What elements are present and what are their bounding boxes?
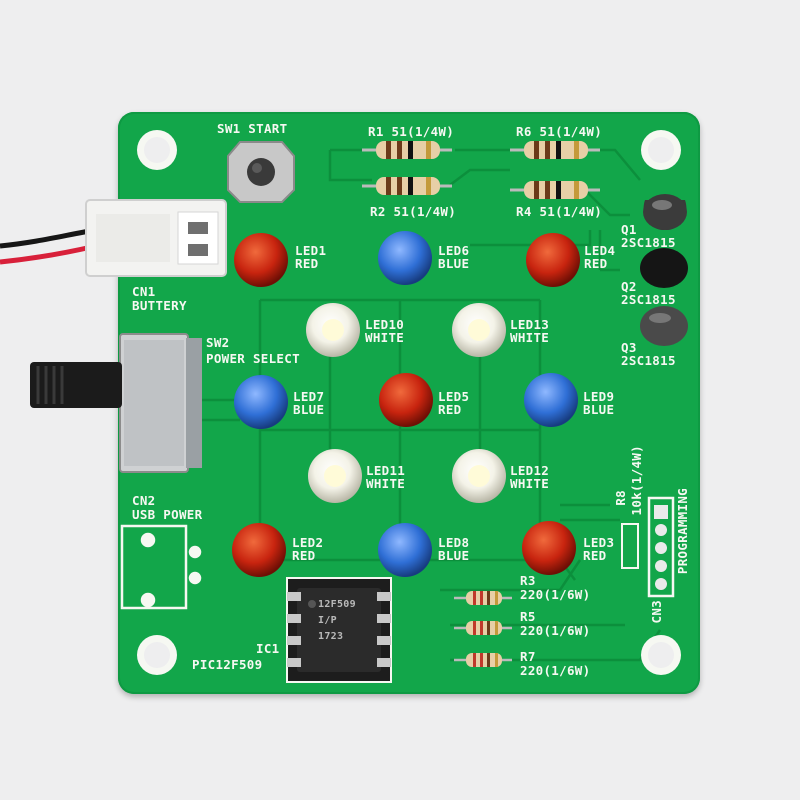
label-r1: R1 51(1/4W) — [368, 124, 455, 139]
led-color: BLUE — [438, 256, 470, 271]
ic1-chip-part — [286, 577, 392, 683]
led-color: WHITE — [365, 330, 405, 345]
label-sw2-desc: POWER SELECT — [206, 351, 300, 366]
label-r6: R6 51(1/4W) — [516, 124, 603, 139]
led-bulb-4 — [526, 233, 580, 287]
led-color: BLUE — [293, 402, 325, 417]
label-q1-part: 2SC1815 — [621, 235, 676, 250]
label-cn1-name: CN1 — [132, 284, 156, 299]
led-bulb-1 — [234, 233, 288, 287]
label-cn3-desc: PROGRAMMING — [675, 488, 690, 575]
label-r3-value: 220(1/6W) — [520, 587, 591, 602]
led-color: WHITE — [510, 330, 550, 345]
led-name: LED12 — [510, 463, 550, 478]
led-color: RED — [292, 548, 316, 563]
label-r5-value: 220(1/6W) — [520, 623, 591, 638]
label-q3-part: 2SC1815 — [621, 353, 676, 368]
cn2-outline — [120, 524, 202, 610]
led-name: LED7 — [293, 389, 325, 404]
led-name: LED1 — [295, 243, 327, 258]
label-r7-name: R7 — [520, 649, 536, 664]
label-r4: R4 51(1/4W) — [516, 204, 603, 219]
resistors — [362, 141, 600, 667]
mounting-holes — [137, 130, 681, 675]
led-name: LED13 — [510, 317, 550, 332]
label-cn2-desc: USB POWER — [132, 507, 203, 522]
label-r2: R2 51(1/4W) — [370, 204, 457, 219]
chip-marking-1: 12F509 — [318, 599, 356, 610]
led-bulb-13 — [452, 303, 506, 357]
led-name: LED6 — [438, 243, 470, 258]
led-bulb-8 — [378, 523, 432, 577]
label-sw1: SW1 START — [217, 121, 288, 136]
led-bulb-7 — [234, 375, 288, 429]
sw2-switch-part — [30, 333, 202, 473]
led-color: BLUE — [583, 402, 615, 417]
led-bulb-12 — [452, 449, 506, 503]
led-name: LED3 — [583, 535, 615, 550]
led-bulb-2 — [232, 523, 286, 577]
led-bulb-11 — [308, 449, 362, 503]
led-name: LED5 — [438, 389, 470, 404]
led-bulb-6 — [378, 231, 432, 285]
label-q1-name: Q1 — [621, 222, 637, 237]
label-r5-name: R5 — [520, 609, 536, 624]
label-q2-part: 2SC1815 — [621, 292, 676, 307]
cn3-header-part — [621, 496, 675, 598]
led-color: RED — [295, 256, 319, 271]
led-name: LED8 — [438, 535, 470, 550]
led-bulb-9 — [524, 373, 578, 427]
led-color: RED — [583, 548, 607, 563]
label-r7-value: 220(1/6W) — [520, 663, 591, 678]
led-bulb-10 — [306, 303, 360, 357]
chip-marking-2: I/P — [318, 615, 337, 626]
sw1-button-part — [227, 141, 295, 203]
transistors — [640, 194, 688, 346]
led-name: LED9 — [583, 389, 615, 404]
label-r8-name: R8 — [613, 490, 628, 506]
led-color: RED — [584, 256, 608, 271]
label-q2-name: Q2 — [621, 279, 637, 294]
led-color: RED — [438, 402, 462, 417]
chip-marking-3: 1723 — [318, 631, 344, 642]
led-color: BLUE — [438, 548, 470, 563]
label-cn1-desc: BUTTERY — [132, 298, 187, 313]
label-q3-name: Q3 — [621, 340, 637, 355]
led-color: WHITE — [366, 476, 406, 491]
label-cn3-name: CN3 — [649, 600, 664, 624]
copper-traces — [200, 148, 662, 662]
led-bulb-5 — [379, 373, 433, 427]
label-cn2-name: CN2 — [132, 493, 156, 508]
label-r3-name: R3 — [520, 573, 536, 588]
led-name: LED2 — [292, 535, 324, 550]
label-ic1-part: PIC12F509 — [192, 657, 263, 672]
led-color: WHITE — [510, 476, 550, 491]
led-name: LED4 — [584, 243, 616, 258]
label-sw2-name: SW2 — [206, 335, 230, 350]
led-bulb-3 — [522, 521, 576, 575]
led-name: LED10 — [365, 317, 405, 332]
cn1-connector-part — [85, 199, 227, 277]
label-r8-value: 10k(1/4W) — [629, 445, 644, 516]
label-ic1-name: IC1 — [256, 641, 280, 656]
led-name: LED11 — [366, 463, 406, 478]
